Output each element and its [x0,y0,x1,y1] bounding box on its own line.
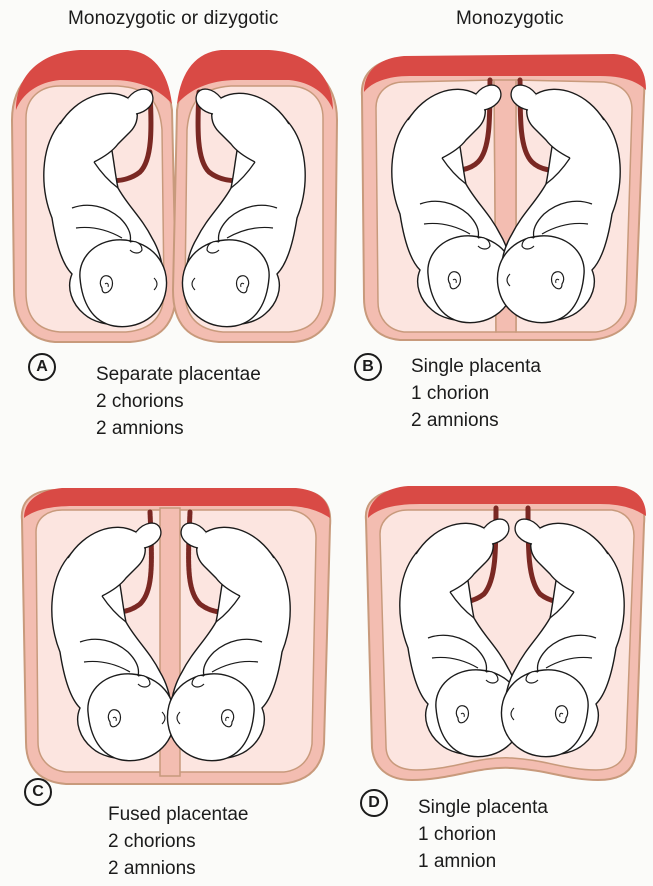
panel-a-caption: Separate placentae 2 chorions 2 amnions [96,361,261,442]
panel-a-caption-line: 2 amnions [96,415,261,442]
panel-d-caption-line: Single placenta [418,794,548,821]
panel-c-caption: Fused placentae 2 chorions 2 amnions [108,801,249,882]
panel-d-illustration [366,486,646,780]
panel-c-caption-line: 2 chorions [108,828,249,855]
panel-b-caption-line: Single placenta [411,353,541,380]
panel-b-caption-line: 2 amnions [411,407,541,434]
panel-a-letter: A [28,353,56,381]
panel-d-letter: D [360,789,388,817]
panel-d-caption-line: 1 amnion [418,848,548,875]
panel-b-illustration [362,54,646,340]
panel-b-caption-line: 1 chorion [411,380,541,407]
panel-b-letter: B [354,353,382,381]
panel-c-letter: C [24,778,52,806]
panel-c-illustration [22,488,330,784]
panel-d-caption-line: 1 chorion [418,821,548,848]
panel-a-caption-line: 2 chorions [96,388,261,415]
panel-c-caption-line: Fused placentae [108,801,249,828]
panel-b-caption: Single placenta 1 chorion 2 amnions [411,353,541,434]
panel-c-caption-line: 2 amnions [108,855,249,882]
panel-a-caption-line: Separate placentae [96,361,261,388]
panel-a-illustration [12,50,337,342]
panel-d-caption: Single placenta 1 chorion 1 amnion [418,794,548,875]
